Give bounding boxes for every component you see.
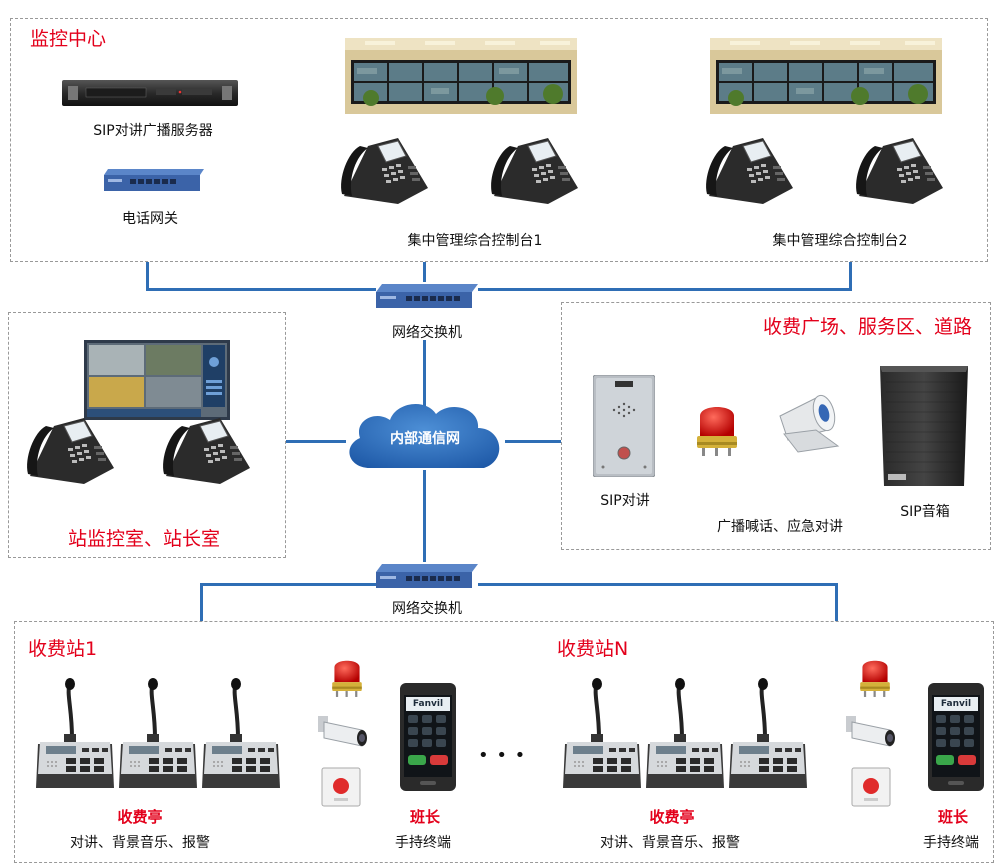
- network-switch-icon: [374, 560, 478, 592]
- station-room-zone: [8, 312, 286, 558]
- wire-stationN-drop: [835, 583, 838, 621]
- network-switch-icon: [374, 280, 478, 312]
- video-wall-icon: [345, 38, 577, 114]
- stations-zone: [14, 621, 994, 863]
- handheld-brand: Fanvil: [412, 699, 444, 709]
- wire-top-right: [478, 288, 852, 291]
- wire-cloud-left: [286, 440, 346, 443]
- ip-phone-icon: [703, 138, 795, 206]
- horn-speaker-icon: [768, 390, 848, 462]
- sip-intercom-label: SIP对讲: [600, 493, 650, 509]
- toll-plaza-title: 收费广场、服务区、道路: [763, 316, 973, 338]
- cloud-label: 内部通信网: [390, 431, 460, 447]
- video-wall-icon: [710, 38, 942, 114]
- ip-phone-icon: [338, 138, 430, 206]
- ip-phone-icon: [488, 138, 580, 206]
- handheld2-label: 手持终端: [923, 835, 979, 851]
- security-camera-icon: [314, 712, 374, 752]
- alarm-button-icon: [850, 766, 892, 808]
- warning-light-icon: [858, 654, 892, 700]
- wire-cloud-to-switch: [423, 470, 426, 562]
- station-room-title: 站监控室、站长室: [68, 528, 221, 550]
- wire-switch-to-cloud: [423, 340, 426, 408]
- wire-center-drop: [423, 262, 426, 282]
- alarm-button-icon: [320, 766, 362, 808]
- desk-intercom-icon: [202, 678, 282, 790]
- desk-intercom-icon: [729, 678, 809, 790]
- broadcast-label: 广播喊话、应急对讲: [717, 519, 843, 535]
- booth2-desc: 对讲、背景音乐、报警: [600, 835, 740, 851]
- desk-intercom-icon: [646, 678, 726, 790]
- handheld1-label: 手持终端: [395, 835, 451, 851]
- ip-phone-icon: [853, 138, 945, 206]
- leader2-label: 班长: [937, 808, 968, 826]
- sip-server-icon: [62, 78, 238, 108]
- ip-phone-icon: [24, 418, 116, 486]
- sip-speaker-label: SIP音箱: [900, 504, 950, 520]
- network-cloud-icon: [340, 398, 510, 476]
- leader1-label: 班长: [409, 808, 440, 826]
- booth1-desc: 对讲、背景音乐、报警: [70, 835, 210, 851]
- sip-intercom-icon: [593, 375, 655, 477]
- switch-top-label: 网络交换机: [392, 325, 462, 341]
- warning-light-icon: [330, 654, 364, 700]
- sip-server-label: SIP对讲广播服务器: [93, 123, 213, 139]
- sip-speaker-icon: [876, 362, 972, 490]
- desk-intercom-icon: [563, 678, 643, 790]
- wire-console2-drop: [849, 262, 852, 290]
- security-camera-icon: [842, 712, 902, 752]
- phone-gateway-label: 电话网关: [122, 211, 178, 227]
- station1-title: 收费站1: [28, 638, 98, 660]
- control-center-zone: [10, 18, 988, 262]
- wire-top-left: [146, 288, 376, 291]
- phone-gateway-icon: [100, 165, 204, 197]
- wire-bottom-right: [478, 583, 838, 586]
- ellipsis: • • •: [478, 745, 527, 766]
- switch-bottom-label: 网络交换机: [392, 601, 462, 617]
- ip-phone-icon: [160, 418, 252, 486]
- handheld-terminal-icon: [400, 683, 456, 791]
- handheld-brand: Fanvil: [940, 699, 972, 709]
- wire-bottom-left: [200, 583, 376, 586]
- desk-intercom-icon: [119, 678, 199, 790]
- stationN-title: 收费站N: [557, 638, 629, 660]
- console1-label: 集中管理综合控制台1: [407, 233, 543, 249]
- wire-cloud-right: [505, 440, 561, 443]
- desk-intercom-icon: [36, 678, 116, 790]
- wire-station1-drop: [200, 583, 203, 621]
- warning-light-icon: [694, 398, 740, 460]
- control-center-title: 监控中心: [30, 28, 107, 50]
- booth1-label: 收费亭: [117, 808, 163, 826]
- monitor-screen-icon: [84, 340, 230, 420]
- toll-plaza-zone: [561, 302, 991, 550]
- handheld-terminal-icon: [928, 683, 984, 791]
- console2-label: 集中管理综合控制台2: [772, 233, 908, 249]
- wire-console1-drop: [146, 262, 149, 290]
- booth2-label: 收费亭: [649, 808, 695, 826]
